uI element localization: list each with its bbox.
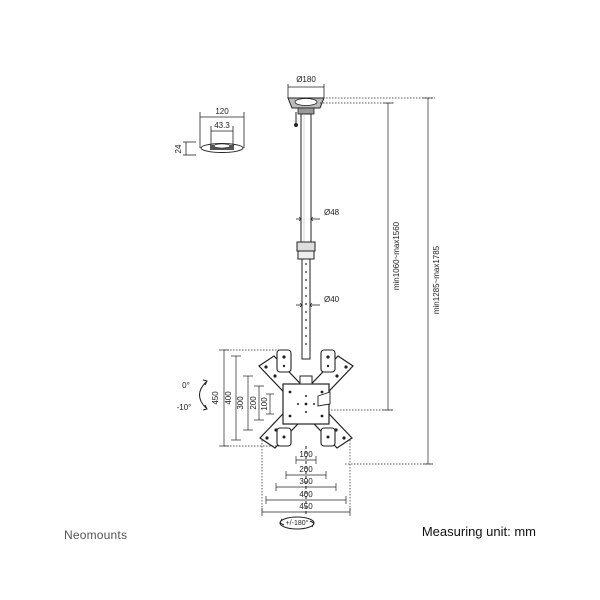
small-inner-label: 43.3 [214, 121, 230, 130]
horizontal-100-label: 100 [299, 450, 313, 459]
mount-pole [296, 113, 320, 360]
upper-pole-label: Ø48 [324, 208, 340, 217]
tilt-top-label: 0° [182, 381, 190, 390]
vertical-300-label: 300 [236, 396, 245, 410]
tilt-arrow-icon [199, 379, 208, 411]
ceiling-plate-detail [183, 112, 245, 156]
horizontal-450-label: 450 [299, 502, 313, 511]
vertical-400-label: 400 [224, 391, 233, 405]
ceiling-base [287, 84, 325, 128]
base-diameter-label: Ø180 [296, 75, 316, 84]
small-height-label: 24 [174, 144, 183, 153]
small-width-label: 120 [215, 107, 229, 116]
horizontal-300-label: 300 [299, 477, 313, 486]
horizontal-200-label: 200 [299, 465, 313, 474]
swivel-arrow-icon [279, 446, 315, 530]
swivel-label: +/-180° [286, 519, 309, 527]
measuring-unit: Measuring unit: mm [421, 524, 536, 539]
vertical-450-label: 450 [211, 391, 220, 405]
vertical-100-label: 100 [260, 397, 269, 411]
brand-logo: Neomounts [64, 528, 128, 542]
inner-range-label: min1060~max1560 [392, 221, 401, 290]
outer-range-label: min1285~max1785 [432, 245, 441, 314]
vertical-200-label: 200 [249, 396, 258, 410]
lower-pole-label: Ø40 [324, 295, 340, 304]
height-dimensions [310, 97, 435, 465]
tilt-bottom-label: -10° [177, 403, 192, 412]
vertical-vesa-dimensions [219, 349, 280, 447]
dimension-labels: Ø180 120 43.3 24 Ø48 Ø40 min1060~max1560… [174, 75, 441, 527]
vesa-plate [258, 349, 354, 449]
horizontal-400-label: 400 [299, 490, 313, 499]
horizontal-vesa-dimensions [261, 440, 351, 516]
